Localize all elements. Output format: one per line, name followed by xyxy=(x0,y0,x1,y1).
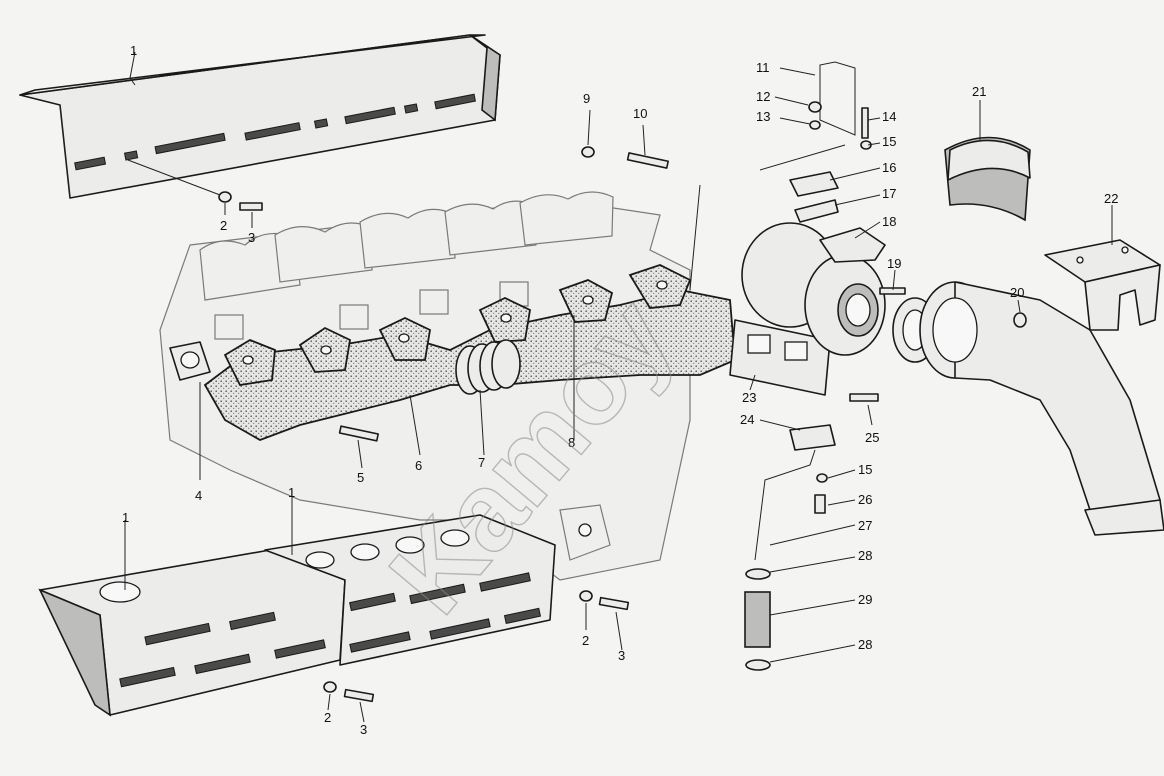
label-3-top: 3 xyxy=(248,230,255,245)
label-21: 21 xyxy=(972,84,986,99)
label-10: 10 xyxy=(633,106,647,121)
leader-lines xyxy=(124,51,1113,723)
label-8: 8 xyxy=(568,435,575,450)
heat-shield-bottom-left xyxy=(38,549,346,717)
label-15-mid: 15 xyxy=(858,462,872,477)
label-18: 18 xyxy=(882,214,896,229)
turbocharger xyxy=(741,222,886,356)
label-14: 14 xyxy=(882,109,896,124)
oil-return-line xyxy=(744,424,836,671)
label-1-bottom-mid: 1 xyxy=(288,485,295,500)
exhaust-elbow-pipe xyxy=(919,281,1164,536)
label-2-bottom-right: 2 xyxy=(582,633,589,648)
heat-shield-top xyxy=(19,34,501,199)
label-15-top: 15 xyxy=(882,134,896,149)
turbo-heat-shield xyxy=(944,136,1031,222)
mounting-bracket xyxy=(1044,239,1161,331)
label-16: 16 xyxy=(882,160,896,175)
label-28-bottom: 28 xyxy=(858,637,872,652)
label-26: 26 xyxy=(858,492,872,507)
label-20: 20 xyxy=(1010,285,1024,300)
part-labels: 1 2 3 4 5 6 7 8 9 10 11 12 13 14 15 16 1… xyxy=(122,43,1118,737)
label-5: 5 xyxy=(357,470,364,485)
label-13: 13 xyxy=(756,109,770,124)
heat-shield-bottom-middle xyxy=(264,514,556,666)
label-28-top: 28 xyxy=(858,548,872,563)
label-17: 17 xyxy=(882,186,896,201)
label-29: 29 xyxy=(858,592,872,607)
label-6: 6 xyxy=(415,458,422,473)
manifold-gasket xyxy=(169,341,211,381)
label-9: 9 xyxy=(583,91,590,106)
label-2-top: 2 xyxy=(220,218,227,233)
label-3-bottom-right: 3 xyxy=(618,648,625,663)
label-2-bottom: 2 xyxy=(324,710,331,725)
label-1-top: 1 xyxy=(130,43,137,58)
label-24: 24 xyxy=(740,412,754,427)
oil-feed-line xyxy=(759,61,872,223)
label-27: 27 xyxy=(858,518,872,533)
label-3-bottom: 3 xyxy=(360,722,367,737)
label-23: 23 xyxy=(742,390,756,405)
label-12: 12 xyxy=(756,89,770,104)
label-11: 11 xyxy=(756,60,770,75)
bellows-joint xyxy=(455,339,521,395)
label-7: 7 xyxy=(478,455,485,470)
label-19: 19 xyxy=(887,256,901,271)
label-4: 4 xyxy=(195,488,202,503)
label-1-bottom-left: 1 xyxy=(122,510,129,525)
fasteners xyxy=(218,146,1027,703)
label-22: 22 xyxy=(1104,191,1118,206)
label-25: 25 xyxy=(865,430,879,445)
